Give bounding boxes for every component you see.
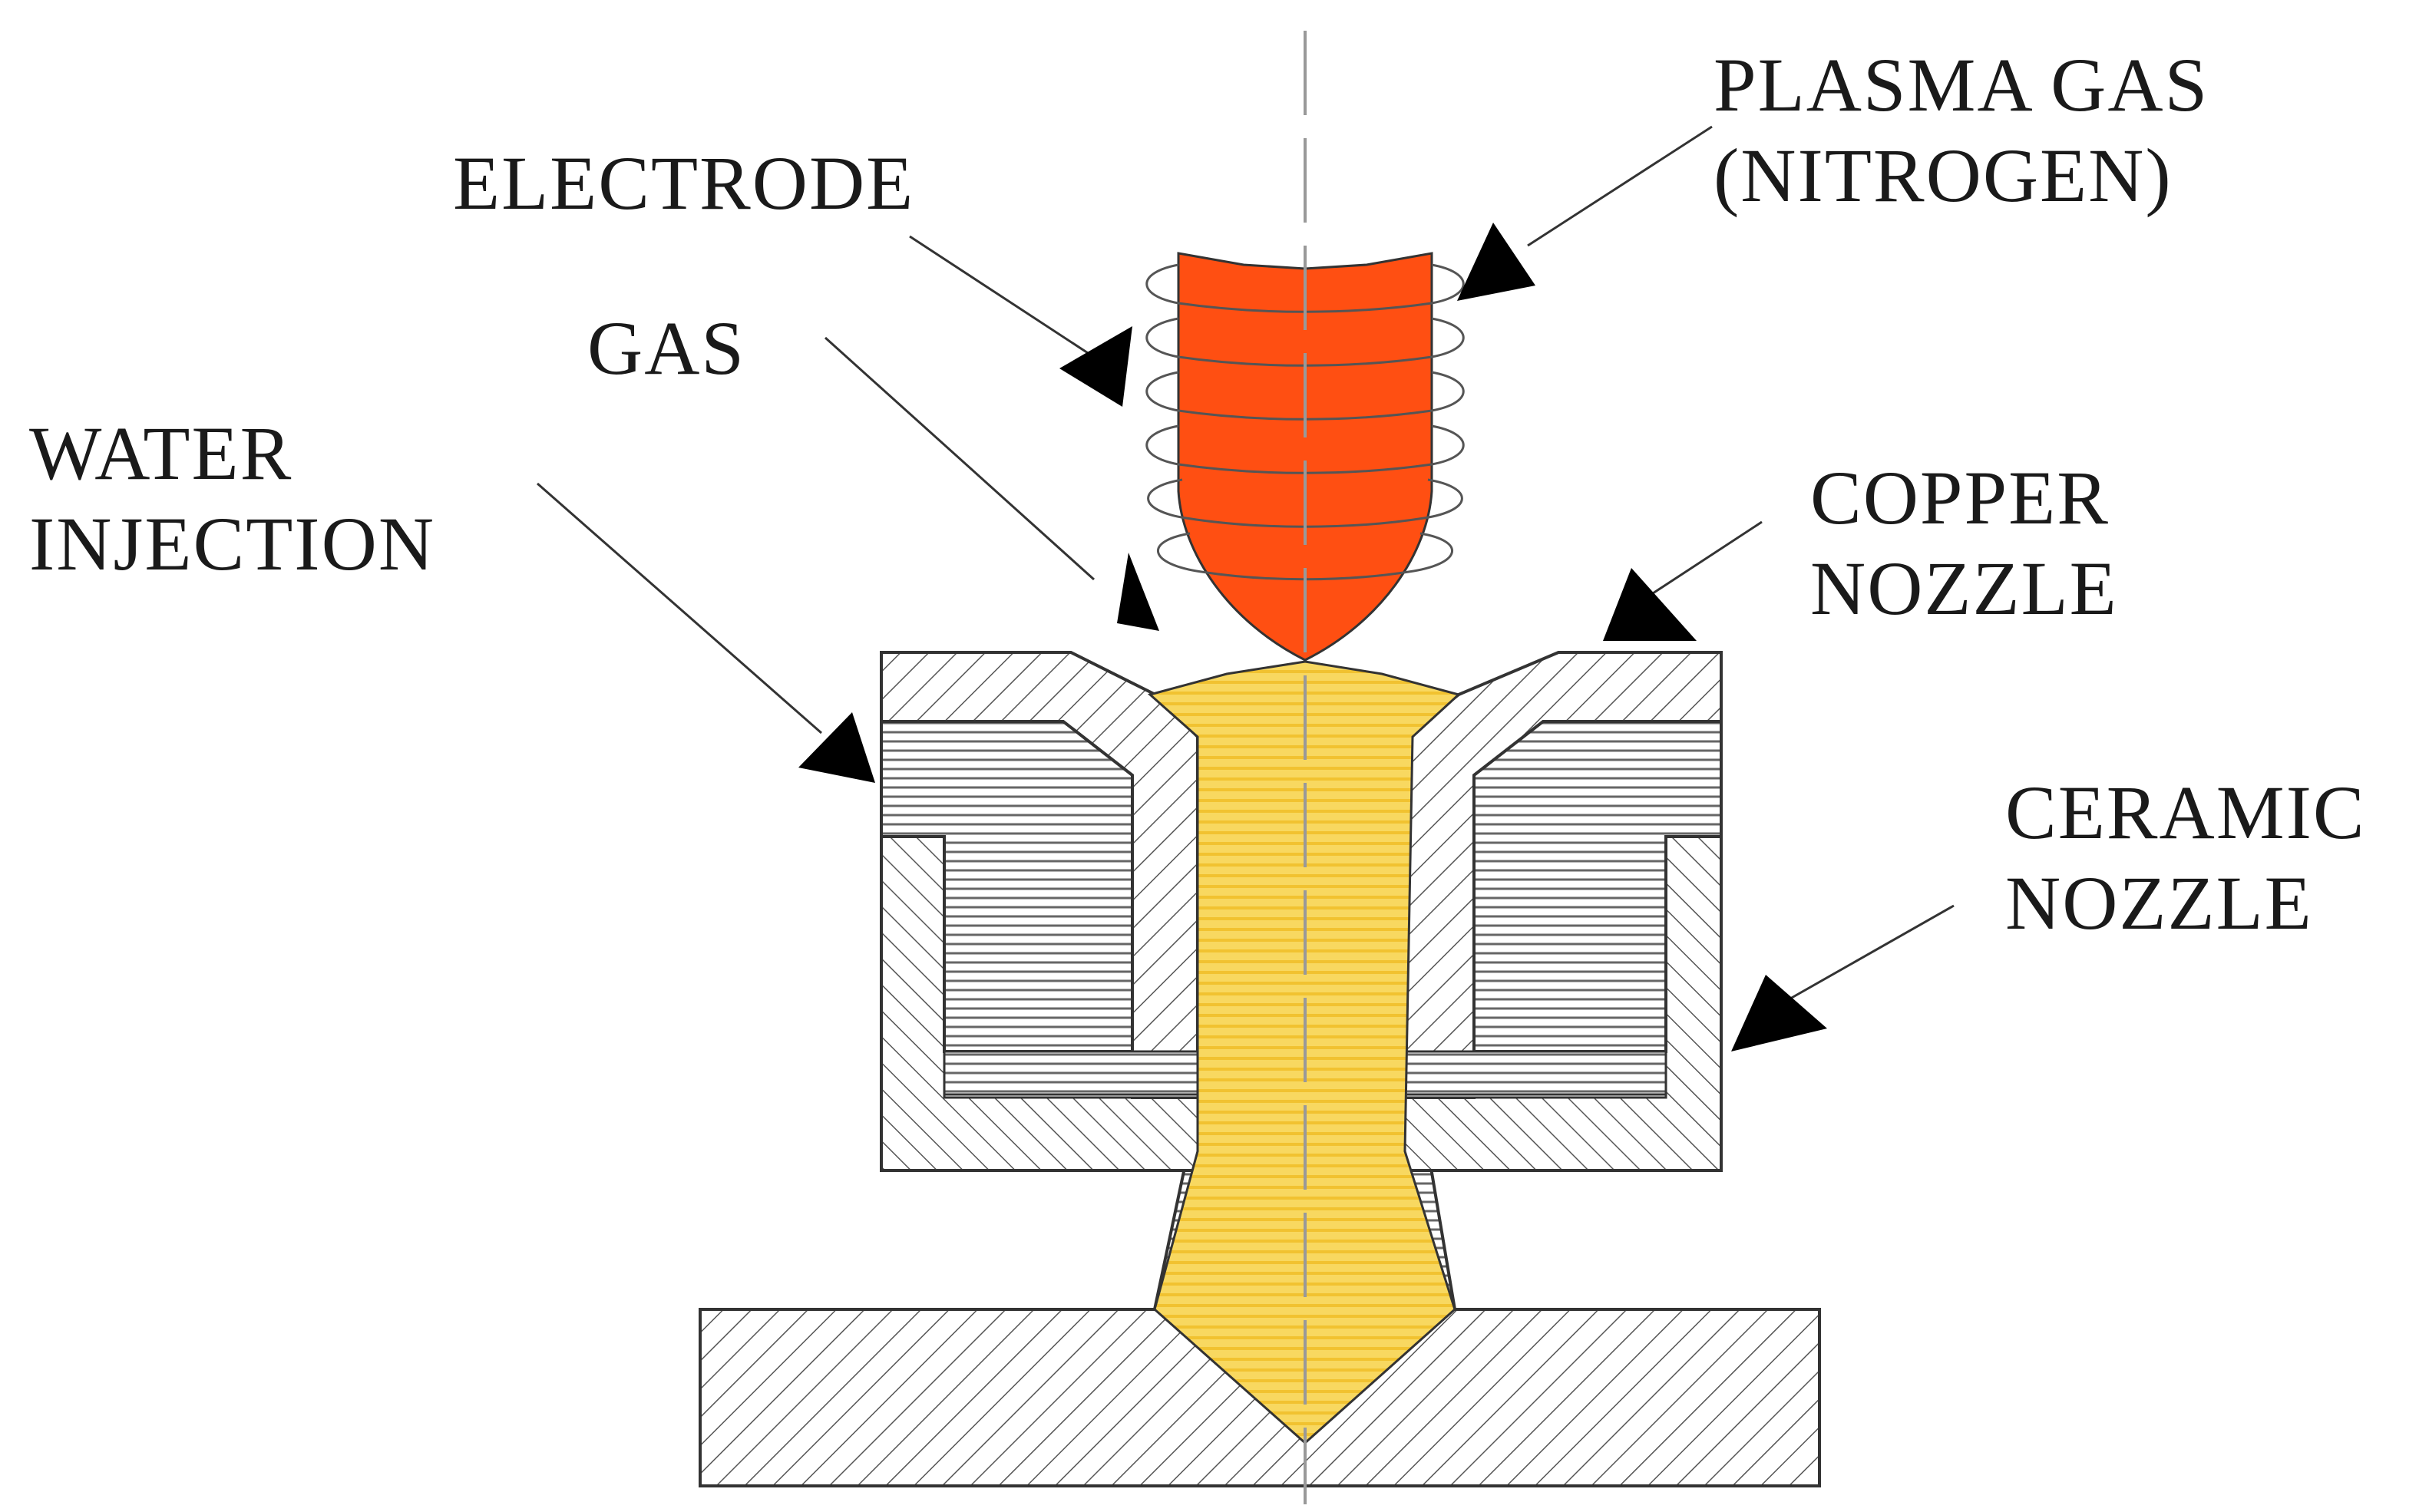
gas-label: GAS	[587, 305, 746, 391]
plasma-gas-arrowhead	[1457, 223, 1535, 301]
ceramic-nozzle-label: CERAMIC NOZZLE	[2005, 770, 2366, 946]
copper-nozzle-arrowhead	[1603, 568, 1697, 641]
electrode-label: ELECTRODE	[453, 140, 915, 226]
leader-lines	[537, 125, 1955, 1003]
electrode	[1177, 252, 1433, 662]
gas-arrowhead	[1117, 553, 1159, 631]
electrode-arrowhead	[1059, 326, 1132, 407]
copper-nozzle-label: COPPER NOZZLE	[1810, 455, 2118, 631]
water-injection-label: WATER INJECTION	[29, 411, 436, 586]
arrowheads	[798, 223, 1827, 1051]
ceramic-nozzle-arrowhead	[1731, 975, 1827, 1051]
water-injection-arrowhead	[798, 712, 875, 783]
plasma-gas-label: PLASMA GAS (NITROGEN)	[1714, 42, 2209, 218]
